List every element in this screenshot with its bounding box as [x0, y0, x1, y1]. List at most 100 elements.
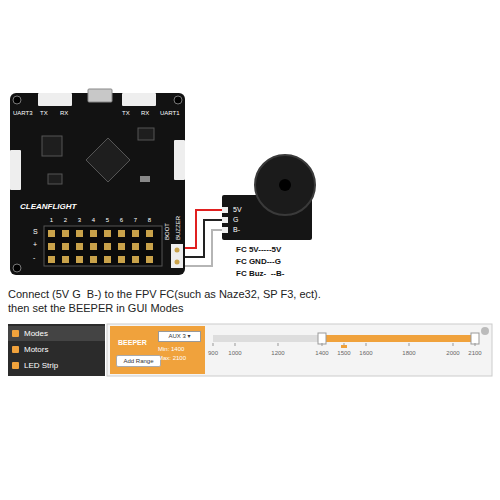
header-pin — [76, 243, 83, 250]
header-pin — [48, 243, 55, 250]
mcu-chip — [86, 138, 130, 182]
pin-label: + — [33, 241, 37, 249]
buzzer-hole — [279, 179, 291, 191]
header-pin — [90, 243, 97, 250]
header-pin — [132, 230, 139, 237]
scale-value: 1000 — [228, 350, 241, 357]
header-pin — [62, 230, 69, 237]
pin-label: 8 — [148, 217, 151, 224]
header-pin — [62, 243, 69, 250]
mount-hole — [174, 96, 182, 104]
pin-label: RX — [141, 110, 149, 117]
pin-label: BUZZER — [175, 216, 182, 240]
wire — [185, 230, 222, 266]
header-pin — [146, 243, 153, 250]
pin-hole — [175, 260, 180, 265]
scale-value: 1500 — [337, 350, 350, 357]
menu-icon — [12, 362, 19, 369]
note-text: FC 5V-----5V — [236, 246, 281, 255]
buzzer-pins — [171, 244, 183, 268]
tick-mark — [235, 343, 236, 346]
mode-box: BEEPER AUX 3 ▾ Add Range — [110, 326, 205, 374]
note-text: Connect (5V G B-) to the FPV FC(such as … — [8, 288, 321, 300]
scale-value: 2000 — [446, 350, 459, 357]
node-text: AUX 3 ▾ — [159, 332, 200, 341]
header-pin — [104, 256, 111, 263]
sidebar-highlight — [8, 326, 105, 341]
note-text: FC GND---G — [236, 258, 281, 267]
tick-mark — [278, 343, 279, 346]
node-text: Add Range — [117, 356, 160, 366]
slider-handle — [471, 333, 479, 344]
pin-label: 2 — [64, 217, 67, 224]
menu-icon — [12, 346, 19, 353]
pin-label: - — [33, 254, 35, 262]
scale-value: 900 — [208, 350, 218, 357]
scale-value: 2100 — [468, 350, 481, 357]
pin-label: 7 — [134, 217, 137, 224]
header-pin — [118, 256, 125, 263]
side-connector — [10, 150, 21, 190]
buzzer-body — [255, 155, 315, 215]
header-pin — [132, 256, 139, 263]
tick-mark — [453, 343, 454, 346]
header-pin — [104, 230, 111, 237]
header-pin — [76, 256, 83, 263]
scale-value: 1800 — [402, 350, 415, 357]
header-pin — [90, 230, 97, 237]
pin-label: RX — [60, 110, 68, 117]
module-pin — [222, 207, 228, 213]
tick-mark — [475, 343, 476, 346]
pin-label: Min: 1400 — [158, 346, 184, 353]
pin-label: UART3 — [13, 110, 33, 117]
side-connector — [174, 140, 185, 180]
mode-panel — [107, 324, 492, 376]
node-text: 5V — [233, 205, 247, 215]
header-pin — [48, 230, 55, 237]
chip — [48, 174, 62, 184]
uart-connector — [122, 93, 156, 106]
scale-value: 1600 — [359, 350, 372, 357]
slider-handle — [318, 333, 326, 344]
header-pin — [146, 256, 153, 263]
header-pin — [118, 230, 125, 237]
pin-label: TX — [122, 110, 130, 117]
pin-label: Max: 2100 — [158, 355, 186, 362]
header-pin — [132, 243, 139, 250]
node-text: LED Strip — [24, 358, 111, 373]
scale-value: 1400 — [315, 350, 328, 357]
usb-port — [88, 89, 112, 102]
chip — [138, 128, 154, 140]
module-pin — [222, 217, 228, 223]
node-text: BEEPER — [118, 339, 147, 346]
tick-mark — [322, 343, 323, 346]
pin-label: 3 — [78, 217, 81, 224]
pin-label: 6 — [120, 217, 123, 224]
header-pin — [146, 230, 153, 237]
buzzer-module: 5VGB- — [222, 195, 312, 240]
menu-icon — [12, 330, 19, 337]
node-text: B- — [233, 225, 247, 235]
note-text: FC Buz- --B- — [236, 270, 284, 279]
header-pin — [62, 256, 69, 263]
slider-track — [213, 335, 475, 342]
pin-header — [44, 226, 162, 266]
node-text: Motors — [24, 342, 111, 357]
node-text: Modes — [24, 326, 111, 341]
pin-label: 5 — [106, 217, 109, 224]
header-pins — [48, 230, 153, 263]
pin-label: TX — [40, 110, 48, 117]
node-text: CLEANFLIGHT — [20, 202, 76, 211]
tick-mark — [213, 343, 214, 346]
header-pin — [76, 230, 83, 237]
fc-board — [10, 93, 185, 275]
module-pin — [222, 227, 228, 233]
wire — [185, 220, 222, 257]
tick-mark — [409, 343, 410, 346]
scale-value: 1200 — [271, 350, 284, 357]
smd-part — [140, 176, 150, 182]
header-pin — [90, 256, 97, 263]
node-text: G — [233, 215, 247, 225]
note-text: then set the BEEPER in GUI Modes — [8, 302, 183, 314]
